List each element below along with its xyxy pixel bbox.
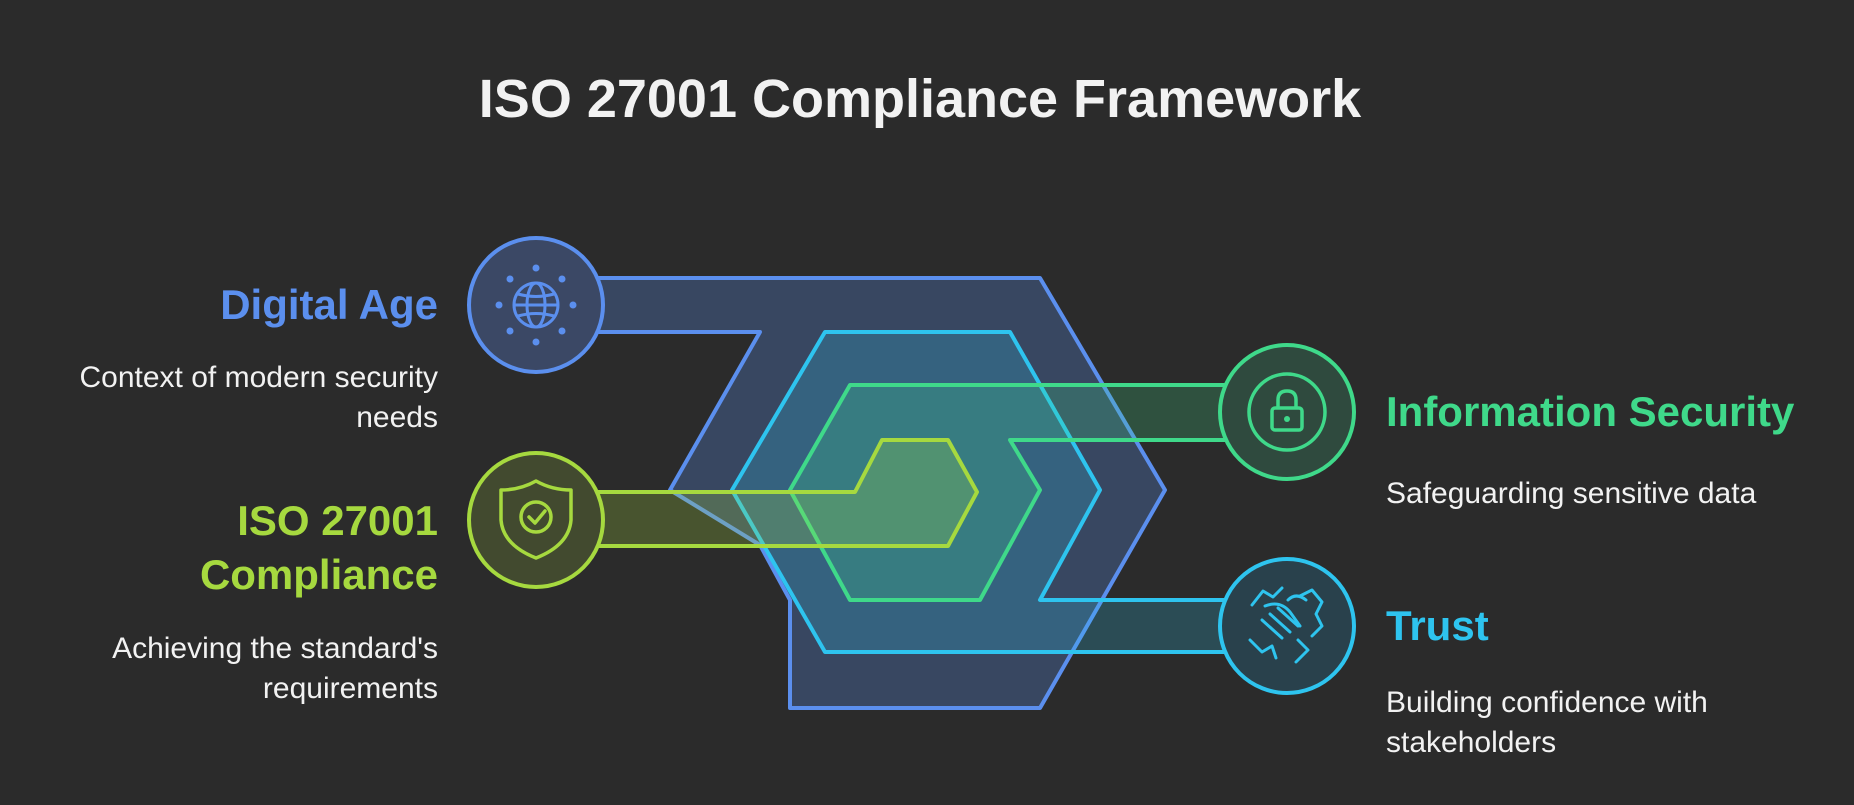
iso-compliance-description: Achieving the standard's requirements — [112, 632, 438, 705]
handshake-icon — [1248, 586, 1324, 664]
globe-icon — [512, 281, 560, 329]
page-title: ISO 27001 Compliance Framework — [478, 69, 1362, 129]
iso-compliance-node — [467, 451, 605, 589]
iso-compliance-path — [593, 438, 979, 548]
iso-compliance-label: ISO 27001 Compliance — [199, 497, 438, 598]
information-security-node — [1218, 343, 1356, 481]
digital-age-description: Context of modern security needs — [79, 361, 439, 434]
digital-age-label: Digital Age — [220, 281, 438, 328]
information-security-description: Safeguarding sensitive data — [1386, 477, 1757, 510]
digital-age-node — [467, 236, 605, 374]
trust-description: Building confidence with stakeholders — [1386, 686, 1708, 759]
lock-icon — [1270, 389, 1304, 432]
trust-node — [1218, 557, 1356, 695]
trust-label: Trust — [1386, 602, 1489, 649]
shield-check-icon — [499, 479, 573, 560]
information-security-label: Information Security — [1386, 388, 1795, 435]
